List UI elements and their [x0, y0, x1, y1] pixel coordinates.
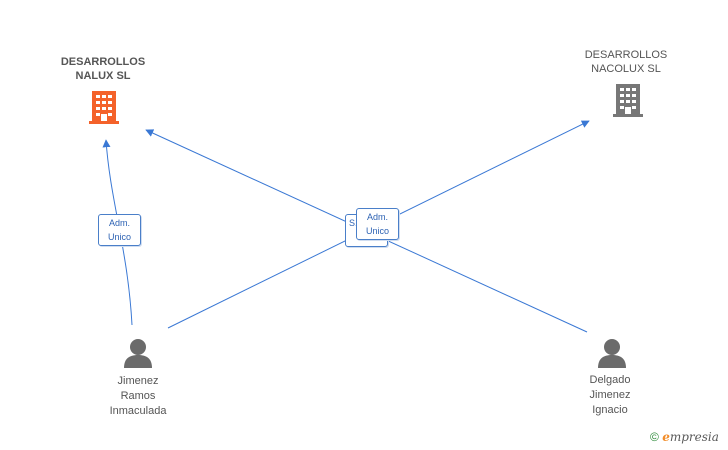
person-name-jimenez[interactable]: Jimenez Ramos Inmaculada [109, 375, 167, 417]
copyright-icon: © [650, 430, 659, 444]
company-name-nalux[interactable]: DESARROLLOS NALUX SL [60, 56, 146, 82]
building-icon [89, 91, 119, 124]
relation-label-adm-unico-nacolux: Adm. Unico [356, 208, 399, 240]
brand-logo: empresia [662, 430, 719, 444]
person-name-delgado[interactable]: Delgado Jimenez Ignacio [589, 374, 631, 416]
building-icon [613, 84, 643, 117]
person-icon [598, 339, 626, 368]
empresia-watermark: © empresia [650, 430, 719, 444]
person-icon [124, 339, 152, 368]
company-name-nacolux[interactable]: DESARROLLOS NACOLUX SL [584, 49, 668, 75]
relation-label-adm-unico-nalux: Adm. Unico [98, 214, 141, 246]
